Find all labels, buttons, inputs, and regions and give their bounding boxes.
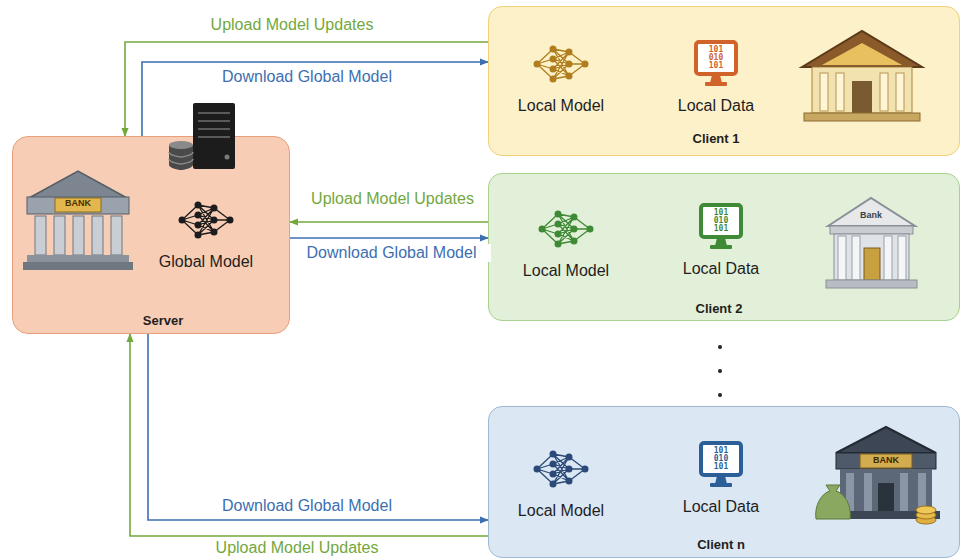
edge-label: Upload Model Updates — [195, 16, 389, 34]
server-rack-icon — [169, 101, 239, 171]
network-icon — [536, 204, 596, 254]
model-icon-node: Local Model — [502, 444, 620, 524]
screen-digits: 101 — [704, 447, 738, 455]
model-icon-node: Global Model — [142, 195, 270, 275]
node-label: Client 2 — [664, 301, 774, 316]
bank-icon — [824, 194, 919, 294]
connector — [130, 334, 488, 536]
connector — [290, 221, 488, 223]
screen-digits: 010 — [699, 54, 733, 62]
server-box: Server Global Model BANK — [12, 136, 290, 334]
node-label: Local Model — [502, 97, 620, 115]
screen-digits: 010 — [704, 455, 738, 463]
node-label: Global Model — [142, 253, 270, 271]
bank-house-icon — [794, 25, 929, 125]
network-icon — [531, 39, 591, 89]
network-icon — [176, 195, 236, 245]
edge-label: Download Global Model — [190, 497, 424, 515]
edge-label: Download Global Model — [292, 244, 491, 262]
sign-text: Bank — [856, 210, 886, 221]
node-label: Local Model — [502, 502, 620, 520]
node-label: Client n — [666, 537, 776, 552]
edge-label: Upload Model Updates — [298, 190, 487, 208]
node-label: Local Model — [507, 262, 625, 280]
bank-icon — [23, 167, 133, 272]
client-box: Client 2 Local Model Local Data 101010101 Ba… — [488, 173, 960, 321]
node-label: Local Data — [662, 260, 780, 278]
screen-digits: 101 — [704, 225, 738, 233]
model-icon-node: Local Model — [502, 39, 620, 119]
model-icon-node: Local Model — [507, 204, 625, 284]
sign-text: BANK — [860, 455, 912, 466]
client-box: Client nLocal ModelLocal Data101010101BA… — [488, 406, 960, 558]
data-icon-node: Local Data 101010101 — [662, 440, 780, 520]
connector — [125, 42, 488, 136]
screen-digits: 010 — [704, 217, 738, 225]
data-icon-node: Local Data 101010101 — [657, 39, 775, 119]
connector — [148, 334, 488, 520]
ellipsis-dots — [700, 335, 740, 405]
screen-digits: 101 — [704, 209, 738, 217]
node-label: Server — [108, 313, 218, 328]
node-label: Client 1 — [661, 131, 771, 146]
client-box: Client 1 Local Model Local Data 101010101 — [488, 6, 960, 156]
screen-digits: 101 — [704, 463, 738, 471]
connector — [290, 237, 488, 239]
edge-label: Upload Model Updates — [195, 539, 399, 557]
data-icon-node: Local Data 101010101 — [662, 202, 780, 282]
edge-label: Download Global Model — [190, 68, 424, 86]
screen-digits: 101 — [699, 62, 733, 70]
node-label: Local Data — [657, 97, 775, 115]
sign-text: BANK — [55, 198, 101, 209]
screen-digits: 101 — [699, 46, 733, 54]
node-label: Local Data — [662, 498, 780, 516]
network-icon — [531, 444, 591, 494]
bank-money-icon — [814, 423, 944, 527]
